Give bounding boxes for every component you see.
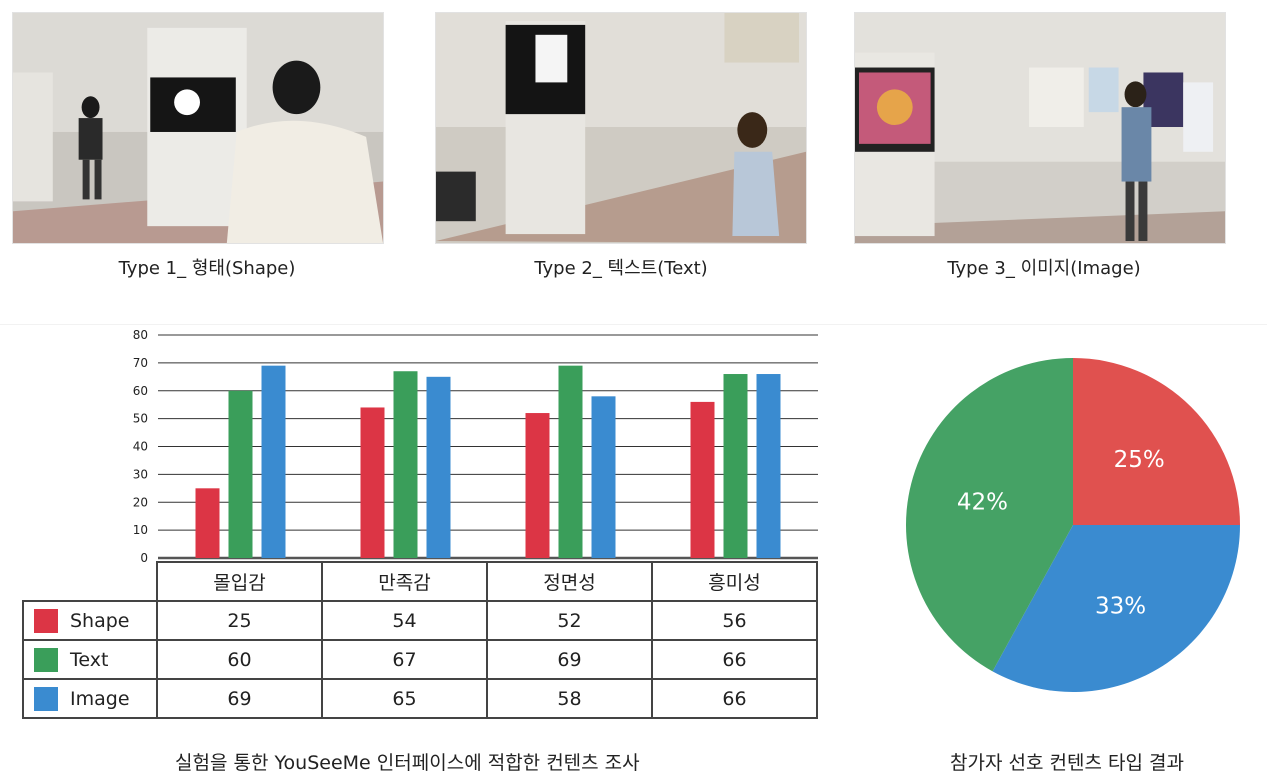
y-tick-label: 20 [133, 495, 148, 509]
table-category-header: 흥미성 [651, 561, 818, 602]
y-tick-label: 80 [133, 328, 148, 342]
table-cell: 65 [321, 678, 488, 719]
bar-text [723, 374, 748, 558]
table-cell: 25 [156, 600, 323, 641]
legend-swatch-shape [34, 608, 58, 633]
y-tick-label: 10 [133, 523, 148, 537]
table-category-header: 몰입감 [156, 561, 323, 602]
y-tick-label: 30 [133, 467, 148, 481]
bar-shape [690, 401, 715, 558]
bar-chart: 0 10 20 30 40 50 60 70 80 [133, 328, 818, 565]
table-category-header: 정면성 [486, 561, 653, 602]
legend-text: Text [22, 639, 158, 680]
table-cell: 66 [651, 678, 818, 719]
photo-caption-type1: Type 1_ 형태(Shape) [118, 258, 296, 279]
bar-image [591, 396, 616, 558]
bar-text [393, 371, 418, 558]
photo-caption-type2: Type 2_ 텍스트(Text) [534, 258, 708, 279]
y-tick-label: 50 [133, 412, 148, 426]
bar-shape [360, 407, 385, 558]
bar-shape [525, 413, 550, 558]
photo-type1-shape [12, 12, 384, 244]
photo-type3-image [854, 12, 1226, 244]
table-cell: 67 [321, 639, 488, 680]
pie-slice-label: 25% [1114, 447, 1165, 473]
section-divider [0, 324, 1267, 325]
y-tick-label: 70 [133, 356, 148, 370]
pie-chart-caption: 참가자 선호 컨텐츠 타입 결과 [950, 752, 1184, 774]
legend-shape: Shape [22, 600, 158, 641]
y-tick-label: 40 [133, 440, 148, 454]
bar-image [261, 365, 286, 558]
table-cell: 69 [486, 639, 653, 680]
table-cell: 60 [156, 639, 323, 680]
pie-slice [1073, 358, 1240, 525]
photo-type2-text [435, 12, 807, 244]
bar-chart-data-table: 몰입감 만족감 정면성 흥미성 Shape 25 54 52 56 Text 6… [22, 561, 818, 719]
pie-slice [992, 525, 1240, 692]
pie-slice-label: 42% [957, 490, 1008, 516]
bar-image [756, 374, 781, 558]
pie-chart: 25% 33% 42% [906, 358, 1240, 692]
table-cell: 66 [651, 639, 818, 680]
table-corner-cell [23, 562, 158, 602]
table-row-shape: Shape 25 54 52 56 [22, 600, 818, 641]
bar-text [558, 365, 583, 558]
legend-label-text: Text [70, 648, 109, 671]
table-cell: 54 [321, 600, 488, 641]
table-cell: 52 [486, 600, 653, 641]
pie-slice-label: 33% [1095, 593, 1146, 619]
table-category-header: 만족감 [321, 561, 488, 602]
table-cell: 69 [156, 678, 323, 719]
table-cell: 56 [651, 600, 818, 641]
legend-swatch-text [34, 647, 58, 672]
bar-image [426, 376, 451, 558]
legend-label-image: Image [70, 687, 130, 710]
table-row-image: Image 69 65 58 66 [22, 678, 818, 719]
legend-image: Image [22, 678, 158, 719]
table-row-text: Text 60 67 69 66 [22, 639, 818, 680]
table-cell: 58 [486, 678, 653, 719]
legend-label-shape: Shape [70, 609, 130, 632]
y-tick-label: 0 [140, 551, 148, 565]
bar-shape [195, 488, 220, 558]
bar-chart-caption: 실험을 통한 YouSeeMe 인터페이스에 적합한 컨텐츠 조사 [175, 752, 640, 774]
photo-caption-type3: Type 3_ 이미지(Image) [947, 258, 1141, 279]
y-tick-label: 60 [133, 384, 148, 398]
legend-swatch-image [34, 686, 58, 711]
pie-slice [906, 358, 1073, 672]
bar-text [228, 390, 253, 558]
table-header-row: 몰입감 만족감 정면성 흥미성 [23, 561, 818, 602]
